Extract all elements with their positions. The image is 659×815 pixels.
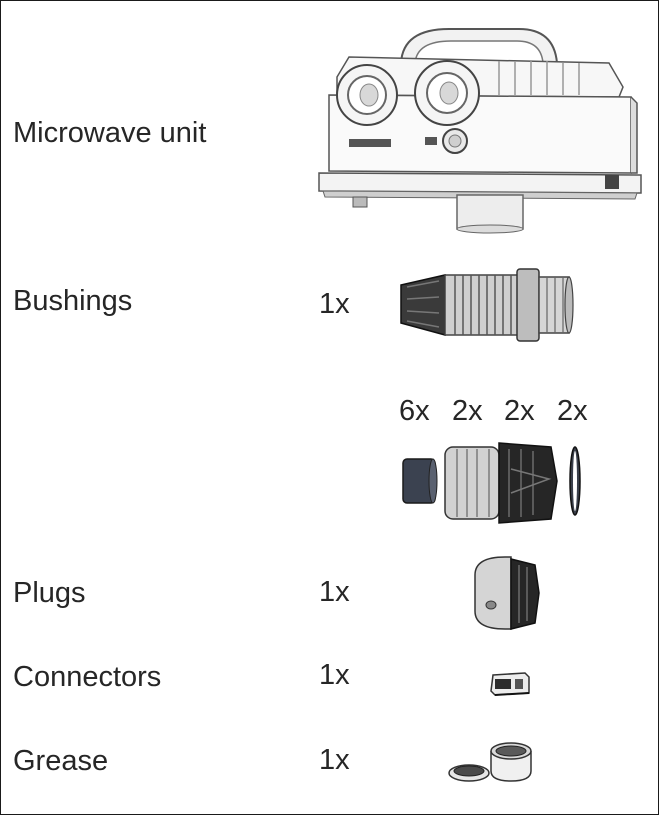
item-name-grease: Grease <box>13 745 109 777</box>
subpart-qty-2: 2x <box>452 395 483 427</box>
cable-gland-kit-icon <box>402 442 581 524</box>
item-name-microwave-unit: Microwave unit <box>13 117 207 149</box>
subpart-qty-4: 2x <box>557 395 588 427</box>
grease-tin-icon <box>448 742 532 782</box>
item-name-plugs: Plugs <box>13 577 86 609</box>
subpart-qty-3: 2x <box>504 395 535 427</box>
connector-icon <box>490 672 530 696</box>
microwave-unit-icon <box>318 28 642 234</box>
item-name-bushings: Bushings <box>13 285 133 317</box>
item-qty-connectors: 1x <box>319 659 350 691</box>
bushing-icon <box>400 268 574 342</box>
item-name-connectors: Connectors <box>13 661 162 693</box>
item-qty-grease: 1x <box>319 744 350 776</box>
item-qty-plugs: 1x <box>319 576 350 608</box>
item-qty-bushings: 1x <box>319 288 350 320</box>
plug-icon <box>474 556 540 630</box>
subpart-qty-1: 6x <box>399 395 430 427</box>
